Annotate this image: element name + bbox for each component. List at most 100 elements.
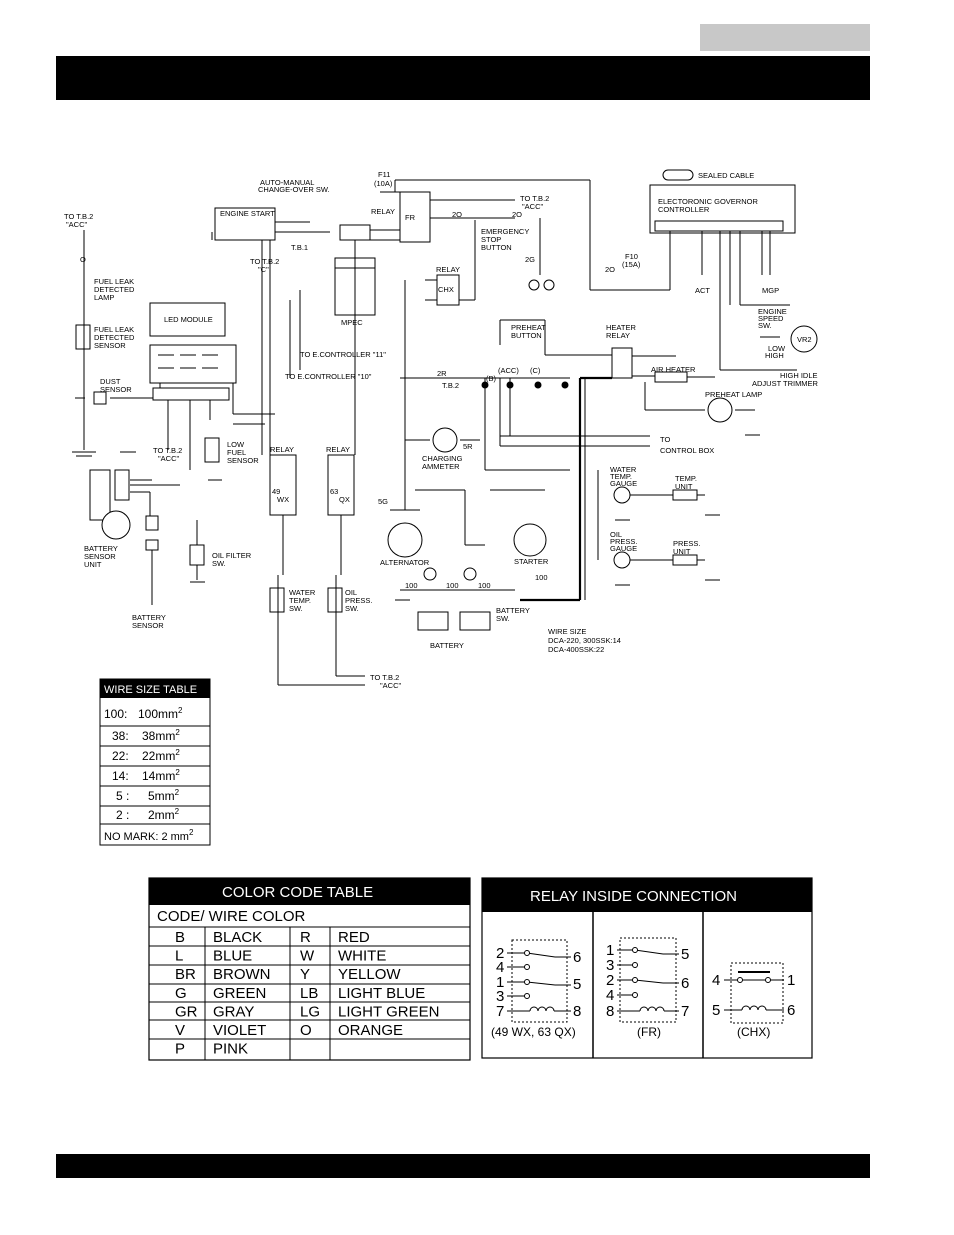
label-2g: 2G xyxy=(525,255,535,264)
label-water-temp-gauge-1: WATER xyxy=(610,465,637,474)
label-heater-relay-1: HEATER xyxy=(606,323,636,332)
label-2r: 2R xyxy=(437,369,447,378)
label-qx: QX xyxy=(339,495,350,504)
label-low-fuel-1: LOW xyxy=(227,440,245,449)
preheat-lamp xyxy=(707,397,733,423)
color-code-cell-2-3: YELLOW xyxy=(338,966,401,983)
label-bs-1: BATTERY xyxy=(132,613,166,622)
label-oil-filter-2: SW. xyxy=(212,559,226,568)
wx-pin-right-1: 6 xyxy=(573,949,581,966)
label-battery: BATTERY xyxy=(430,641,464,650)
label-fuel-leak-lamp-1: FUEL LEAK xyxy=(94,277,134,286)
label-fuel-leak-sensor-3: SENSOR xyxy=(94,341,126,350)
label-to-tb2-acc-2: TO T.B.2 xyxy=(520,194,549,203)
ws-row-1-code: 100: xyxy=(104,707,127,721)
color-code-cell-1-1: BLUE xyxy=(213,948,252,965)
label-starter: STARTER xyxy=(514,557,549,566)
relay-inside-connection-table: RELAY INSIDE CONNECTION 2 4 1 3 7 6 5 8 … xyxy=(481,877,813,1059)
label-mpec: MPEC xyxy=(341,318,363,327)
label-charging-1: CHARGING xyxy=(422,454,463,463)
label-engine-speed-1: ENGINE xyxy=(758,307,787,316)
fr-pin-left-1: 1 xyxy=(606,942,614,959)
color-code-title: COLOR CODE TABLE xyxy=(222,884,373,901)
label-preheat-1: PREHEAT xyxy=(511,323,546,332)
color-code-cell-0-2: R xyxy=(300,929,311,946)
fr-pin-left-3: 2 xyxy=(606,972,614,989)
color-code-cell-4-2: LG xyxy=(300,1003,320,1020)
label-fr: FR xyxy=(405,213,416,222)
label-oil-filter-1: OIL FILTER xyxy=(212,551,252,560)
label-relay-fr: RELAY xyxy=(371,207,395,216)
wire-size-title: WIRE SIZE TABLE xyxy=(104,684,197,696)
label-tb2: T.B.2 xyxy=(442,381,459,390)
label-low: LOW xyxy=(768,344,786,353)
ws-row-3-size: 22mm2 xyxy=(142,748,180,763)
ws-row-6-code: 2 : xyxy=(116,808,129,822)
color-code-cell-5-2: O xyxy=(300,1022,312,1039)
label-dust-sensor-1: DUST xyxy=(100,377,121,386)
label-high-idle-1: HIGH IDLE xyxy=(780,371,818,380)
wx-pin-left-1: 2 xyxy=(496,945,504,962)
color-code-cell-0-3: RED xyxy=(338,929,370,946)
color-code-cell-0-0: B xyxy=(175,929,185,946)
ws-row-1-size: 100mm2 xyxy=(138,706,183,721)
ws-row-3-code: 22: xyxy=(112,749,129,763)
label-acc-1: "ACC" xyxy=(66,220,87,229)
label-emergency-1: EMERGENCY xyxy=(481,227,529,236)
led-module xyxy=(149,302,226,337)
label-emergency-3: BUTTON xyxy=(481,243,512,252)
alternator xyxy=(387,522,423,558)
color-code-cell-2-2: Y xyxy=(300,966,310,983)
header-tab xyxy=(700,24,870,51)
label-f11-2: (10A) xyxy=(374,179,393,188)
label-to-ec10: TO E.CONTROLLER "10" xyxy=(285,372,372,381)
label-bsu-1: BATTERY xyxy=(84,544,118,553)
color-code-cell-2-1: BROWN xyxy=(213,966,271,983)
label-led-module: LED MODULE xyxy=(164,315,213,324)
label-bsu-2: SENSOR xyxy=(84,552,116,561)
fr-caption: (FR) xyxy=(637,1025,661,1039)
label-oil-press-gauge-1: OIL xyxy=(610,530,622,539)
chx-caption: (CHX) xyxy=(737,1025,770,1039)
label-acc-4: "ACC" xyxy=(380,681,401,690)
color-code-table: COLOR CODE TABLE CODE/ WIRE COLOR B BLACK… xyxy=(148,877,471,1061)
sealed-cable-marker xyxy=(662,169,694,181)
led-connector xyxy=(149,344,237,384)
label-sealed-cable: SEALED CABLE xyxy=(698,171,754,180)
fr-pin-right-2: 6 xyxy=(681,975,689,992)
color-code-cell-1-2: W xyxy=(300,948,315,965)
label-oil-press-gauge-3: GAUGE xyxy=(610,544,637,553)
label-engine-speed-2: SPEED xyxy=(758,314,784,323)
label-to-tb2-c: TO T.B.2 xyxy=(250,257,279,266)
label-wx: WX xyxy=(277,495,289,504)
color-code-cell-5-3: ORANGE xyxy=(338,1022,403,1039)
fr-pin-left-2: 3 xyxy=(606,957,614,974)
wx-caption: (49 WX, 63 QX) xyxy=(491,1025,576,1039)
label-dust-sensor-2: SENSOR xyxy=(100,385,132,394)
label-100-4: 100 xyxy=(535,573,548,582)
label-relay-63: RELAY xyxy=(326,445,350,454)
label-oil-press-sw-1: OIL xyxy=(345,588,357,597)
ws-row-4-code: 14: xyxy=(112,769,129,783)
wx-pin-left-2: 4 xyxy=(496,959,504,976)
vr2-trimmer xyxy=(790,325,818,353)
label-temp-unit-2: UNIT xyxy=(675,482,693,491)
relay-table-title: RELAY INSIDE CONNECTION xyxy=(530,888,737,905)
label-press-unit-1: PRESS. xyxy=(673,539,701,548)
color-code-cell-0-1: BLACK xyxy=(213,929,262,946)
fr-pin-right-3: 7 xyxy=(681,1003,689,1020)
label-wire-o-1: O xyxy=(80,255,86,264)
color-code-header: CODE/ WIRE COLOR xyxy=(157,908,306,925)
label-fuel-leak-lamp-3: LAMP xyxy=(94,293,114,302)
label-to-tb2-acc-1: TO T.B.2 xyxy=(64,212,93,221)
label-engine-speed-3: SW. xyxy=(758,321,772,330)
label-temp-unit-1: TEMP. xyxy=(675,474,697,483)
chx-pin-1: 1 xyxy=(787,972,795,989)
label-c-node: (C) xyxy=(530,366,541,375)
label-5r: 5R xyxy=(463,442,473,451)
color-code-cell-3-1: GREEN xyxy=(213,985,266,1002)
label-bs-2: SENSOR xyxy=(132,621,164,630)
label-emergency-2: STOP xyxy=(481,235,501,244)
label-high-idle-2: ADJUST TRIMMER xyxy=(752,379,819,388)
